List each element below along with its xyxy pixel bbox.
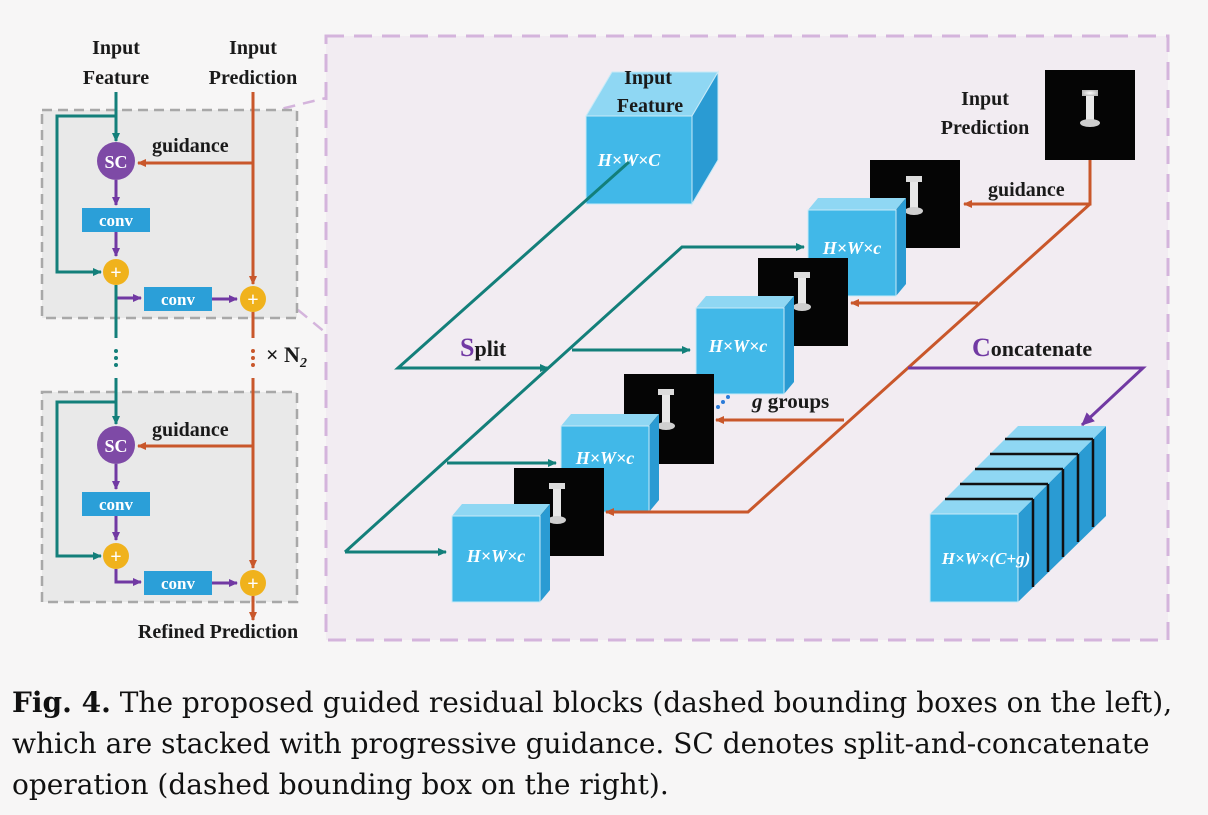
- add-to-conv-arrow-2: [114, 569, 142, 586]
- guidance-connections: [605, 160, 1092, 516]
- plus-icon: +: [110, 546, 121, 568]
- right-input-feature-label-1: Input: [624, 67, 672, 89]
- ellipsis-dot: [251, 356, 255, 360]
- skip-connection-2: [55, 400, 116, 560]
- add-node-1b: [240, 286, 266, 312]
- conv-label-1b: conv: [161, 290, 196, 309]
- ellipsis-dot: [114, 349, 118, 353]
- right-guidance-label: guidance: [988, 179, 1065, 201]
- caption-text: The proposed guided residual blocks (das…: [12, 686, 1173, 801]
- figure-number: Fig. 4.: [12, 686, 111, 719]
- plus-icon: +: [247, 573, 258, 595]
- g-groups-label: g groups: [751, 389, 829, 413]
- ellipsis-dot: [716, 405, 720, 409]
- figure-diagram: Input Feature Input Prediction guidance …: [40, 34, 1170, 643]
- sc-node-1: [97, 142, 135, 180]
- conv-box-2b: [144, 571, 212, 595]
- group-dims-3: H×W×c: [708, 336, 768, 356]
- sc-label-1: SC: [104, 152, 127, 172]
- group-dims-2: H×W×c: [575, 448, 635, 468]
- concatenate-label: Concatenate: [972, 333, 1092, 362]
- ellipsis-dot: [726, 395, 730, 399]
- group-cube-1: [451, 504, 550, 603]
- input-feature-cube: [585, 70, 719, 206]
- left-input-feature-label-2: Feature: [83, 67, 149, 89]
- conv-box-1a: [82, 208, 150, 232]
- conv-label-1a: conv: [99, 211, 134, 230]
- ellipsis-dot: [251, 363, 255, 367]
- left-input-prediction-label-1: Input: [229, 37, 277, 59]
- right-input-prediction-label-2: Prediction: [941, 117, 1030, 139]
- add-node-2a: [103, 543, 129, 569]
- sc-label-2: SC: [104, 436, 127, 456]
- plus-icon: +: [110, 262, 121, 284]
- figure-caption: Fig. 4. The proposed guided residual blo…: [12, 682, 1200, 805]
- right-input-prediction-label-1: Input: [961, 88, 1009, 110]
- plus-icon: +: [247, 289, 258, 311]
- ellipsis-dot: [114, 363, 118, 367]
- repeat-count-label: × N2: [266, 342, 307, 371]
- input-prediction-image: [1045, 70, 1135, 160]
- left-input-prediction-label-2: Prediction: [209, 67, 298, 89]
- input-feature-dims: H×W×C: [597, 150, 662, 170]
- add-node-1a: [103, 259, 129, 285]
- group-dims-4: H×W×c: [822, 238, 882, 258]
- ellipsis-dot: [721, 400, 725, 404]
- group-dims-1: H×W×c: [466, 546, 526, 566]
- concatenate-arrow: [908, 366, 1147, 427]
- add-node-2b: [240, 570, 266, 596]
- ellipsis-dot: [114, 356, 118, 360]
- conv-box-2a: [82, 492, 150, 516]
- guidance-label-2: guidance: [152, 419, 229, 441]
- split-connections: [343, 160, 805, 556]
- right-input-feature-label-2: Feature: [617, 95, 683, 117]
- left-input-feature-label-1: Input: [92, 37, 140, 59]
- output-dims: H×W×(C+g): [941, 549, 1031, 568]
- guidance-label-1: guidance: [152, 135, 229, 157]
- group-cube-4: [807, 198, 906, 297]
- conv-label-2b: conv: [161, 574, 196, 593]
- conv-label-2a: conv: [99, 495, 134, 514]
- conv-box-1b: [144, 287, 212, 311]
- refined-prediction-label: Refined Prediction: [138, 621, 298, 643]
- output-concatenated-cube: [929, 426, 1106, 603]
- split-label: Split: [460, 333, 507, 362]
- ellipsis-dot: [251, 349, 255, 353]
- sc-node-2: [97, 426, 135, 464]
- skip-connection-1: [55, 114, 116, 276]
